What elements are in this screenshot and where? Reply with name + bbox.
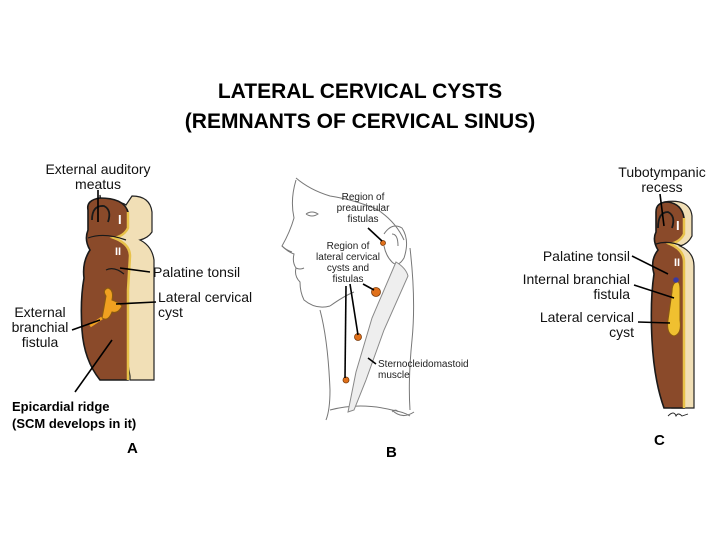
arch-numeral-i: I	[118, 212, 122, 227]
label-external-branchial-fistula: External branchial fistula	[11, 304, 69, 350]
title-line-2: (REMNANTS OF CERVICAL SINUS)	[184, 110, 536, 133]
panel-letter-a: A	[127, 440, 138, 457]
arch-numeral-ii-c: II	[674, 257, 681, 269]
label-lateral-cervical-cyst-c: Lateral cervical cyst	[539, 309, 634, 340]
label-internal-branchial-fistula: Internal branchial fistula	[522, 271, 630, 302]
label-palatine-tonsil-a: Palatine tonsil	[153, 264, 241, 280]
label-tubotympanic-recess: Tubotympanic recess	[618, 164, 706, 195]
label-preauricular-fistulas: Region of preauricular fistulas	[336, 192, 390, 225]
panel-letter-c: C	[654, 432, 665, 449]
label-palatine-tonsil-c: Palatine tonsil	[542, 248, 630, 264]
arch-numeral-ii: II	[115, 246, 122, 258]
title-line-1: LATERAL CERVICAL CYSTS	[217, 80, 503, 103]
label-external-auditory-meatus: External auditory meatus	[45, 161, 151, 192]
label-epicardial-ridge: Epicardial ridge (SCM develops in it)	[12, 399, 137, 431]
label-lateral-cervical-region: Region of lateral cervical cysts and fis…	[316, 241, 380, 285]
panel-letter-b: B	[386, 444, 397, 461]
label-lateral-cervical-cyst-a: Lateral cervical cyst	[158, 289, 253, 320]
label-sternocleidomastoid: Sternocleidomastoid muscle	[378, 359, 469, 381]
arch-numeral-i-c: I	[676, 218, 680, 233]
